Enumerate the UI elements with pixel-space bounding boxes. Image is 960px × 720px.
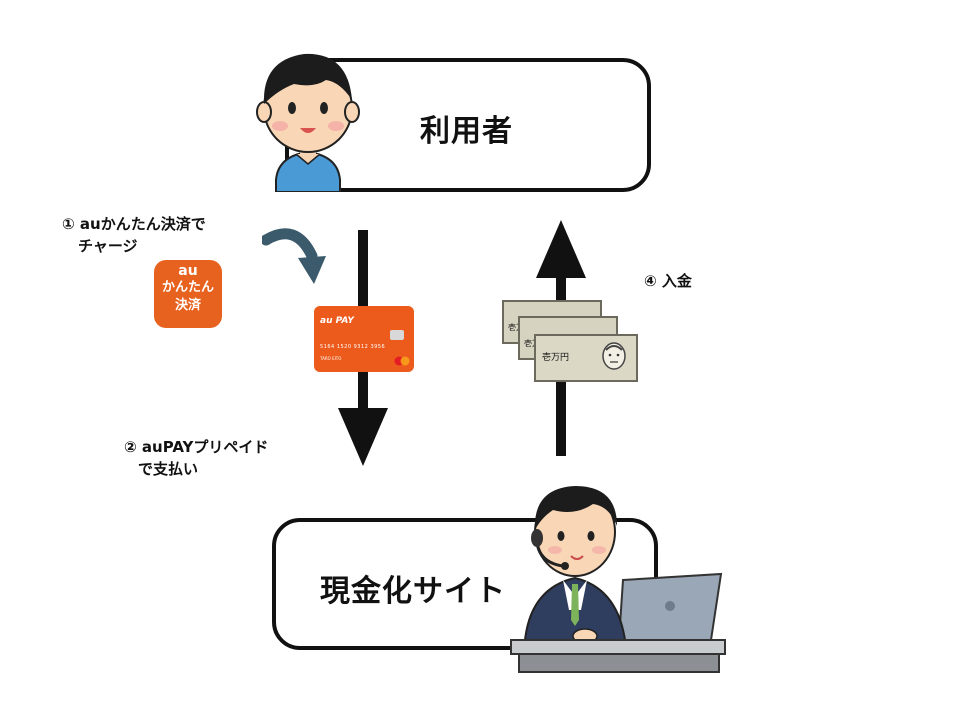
- step2-line1: ② auPAYプリペイド: [124, 438, 269, 456]
- step4-line1: ④ 入金: [644, 272, 692, 290]
- app-icon-line2: かんたん: [161, 280, 214, 295]
- app-icon-line1: au: [178, 263, 198, 279]
- banknote-stack: 壱万円 壱万円 壱万円: [502, 300, 642, 386]
- curved-arrow-icon: [262, 228, 326, 284]
- site-label: 現金化サイト: [320, 574, 506, 609]
- app-icon-line3: 決済: [174, 298, 201, 313]
- step1-line1: ① auかんたん決済で: [62, 215, 206, 233]
- operator-illustration: [510, 486, 726, 673]
- step2-line2: で支払い: [138, 460, 199, 478]
- portrait-icon: [602, 342, 626, 370]
- user-person-icon: [256, 53, 360, 192]
- card-holder: TARO EITO: [320, 356, 342, 361]
- card-number: 5164 1520 9312 3956: [320, 344, 386, 350]
- step1-note: ① auかんたん決済で チャージ: [62, 213, 206, 257]
- user-label: 利用者: [420, 114, 513, 149]
- mastercard-logo-icon: [394, 356, 410, 366]
- au-kantan-app-icon: au かんたん 決済: [154, 260, 222, 328]
- banknote: 壱万円: [534, 334, 638, 382]
- card-brand: au PAY: [320, 316, 354, 326]
- step1-line2: チャージ: [78, 237, 138, 255]
- au-pay-card: au PAY 5164 1520 9312 3956 TARO EITO: [314, 306, 414, 372]
- card-chip-icon: [390, 330, 404, 340]
- step2-note: ② auPAYプリペイド で支払い: [124, 436, 268, 480]
- step4-note: ④ 入金: [644, 270, 692, 292]
